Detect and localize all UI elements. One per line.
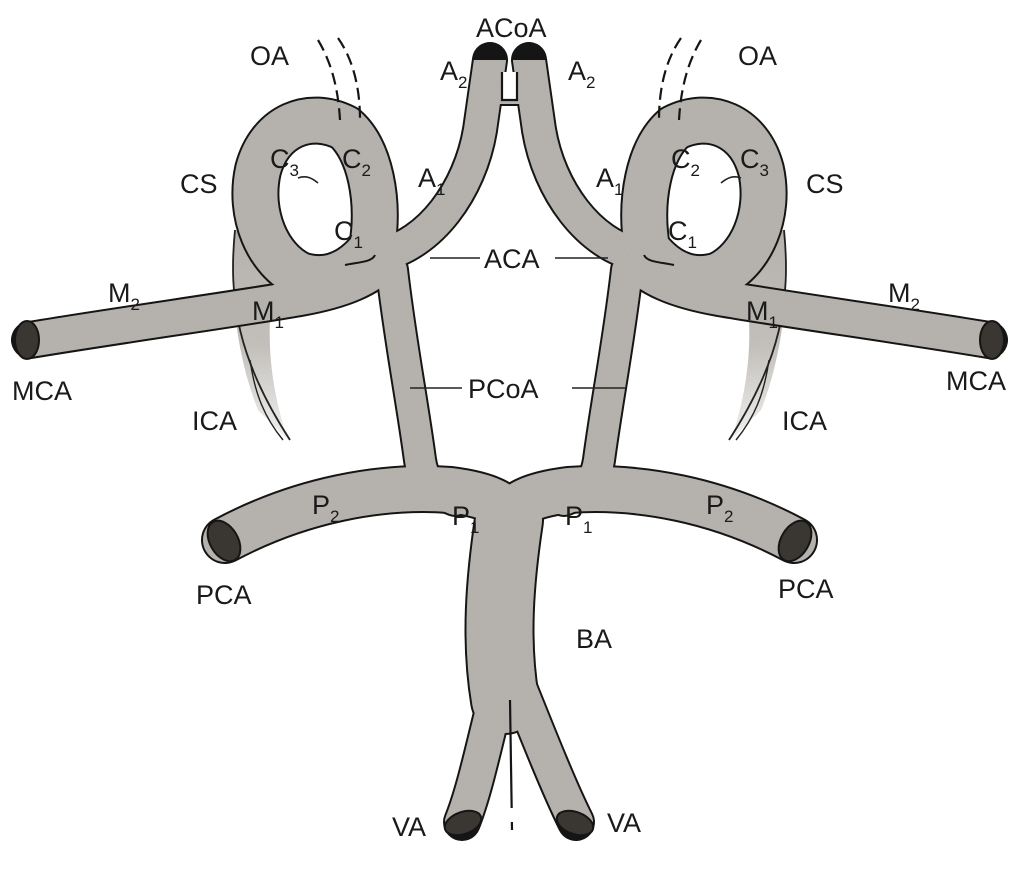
label-ica-right: ICA <box>782 406 827 436</box>
label-va-left: VA <box>392 812 426 842</box>
a2-notch <box>502 72 517 100</box>
label-oa-left: OA <box>250 41 289 71</box>
label-aca: ACA <box>484 244 540 274</box>
label-pca-right: PCA <box>778 574 834 604</box>
label-cs-left: CS <box>180 169 218 199</box>
label-a2-left: A2 <box>440 56 467 92</box>
label-c2-right: C2 <box>671 144 700 180</box>
label-va-right: VA <box>607 808 641 838</box>
label-a1-left: A1 <box>418 163 445 199</box>
label-ba: BA <box>576 624 612 654</box>
mca-right-cut-end <box>980 321 1004 359</box>
label-oa-right: OA <box>738 41 777 71</box>
label-pcoa: PCoA <box>468 374 539 404</box>
label-mca-left: MCA <box>12 376 72 406</box>
label-a1-right: A1 <box>596 163 623 199</box>
label-ica-left: ICA <box>192 406 237 436</box>
label-pca-left: PCA <box>196 580 252 610</box>
label-cs-right: CS <box>806 169 844 199</box>
label-mca-right: MCA <box>946 366 1006 396</box>
label-a2-right: A2 <box>568 56 595 92</box>
label-acoa: ACoA <box>476 13 547 43</box>
mca-left-cut-end <box>15 321 39 359</box>
